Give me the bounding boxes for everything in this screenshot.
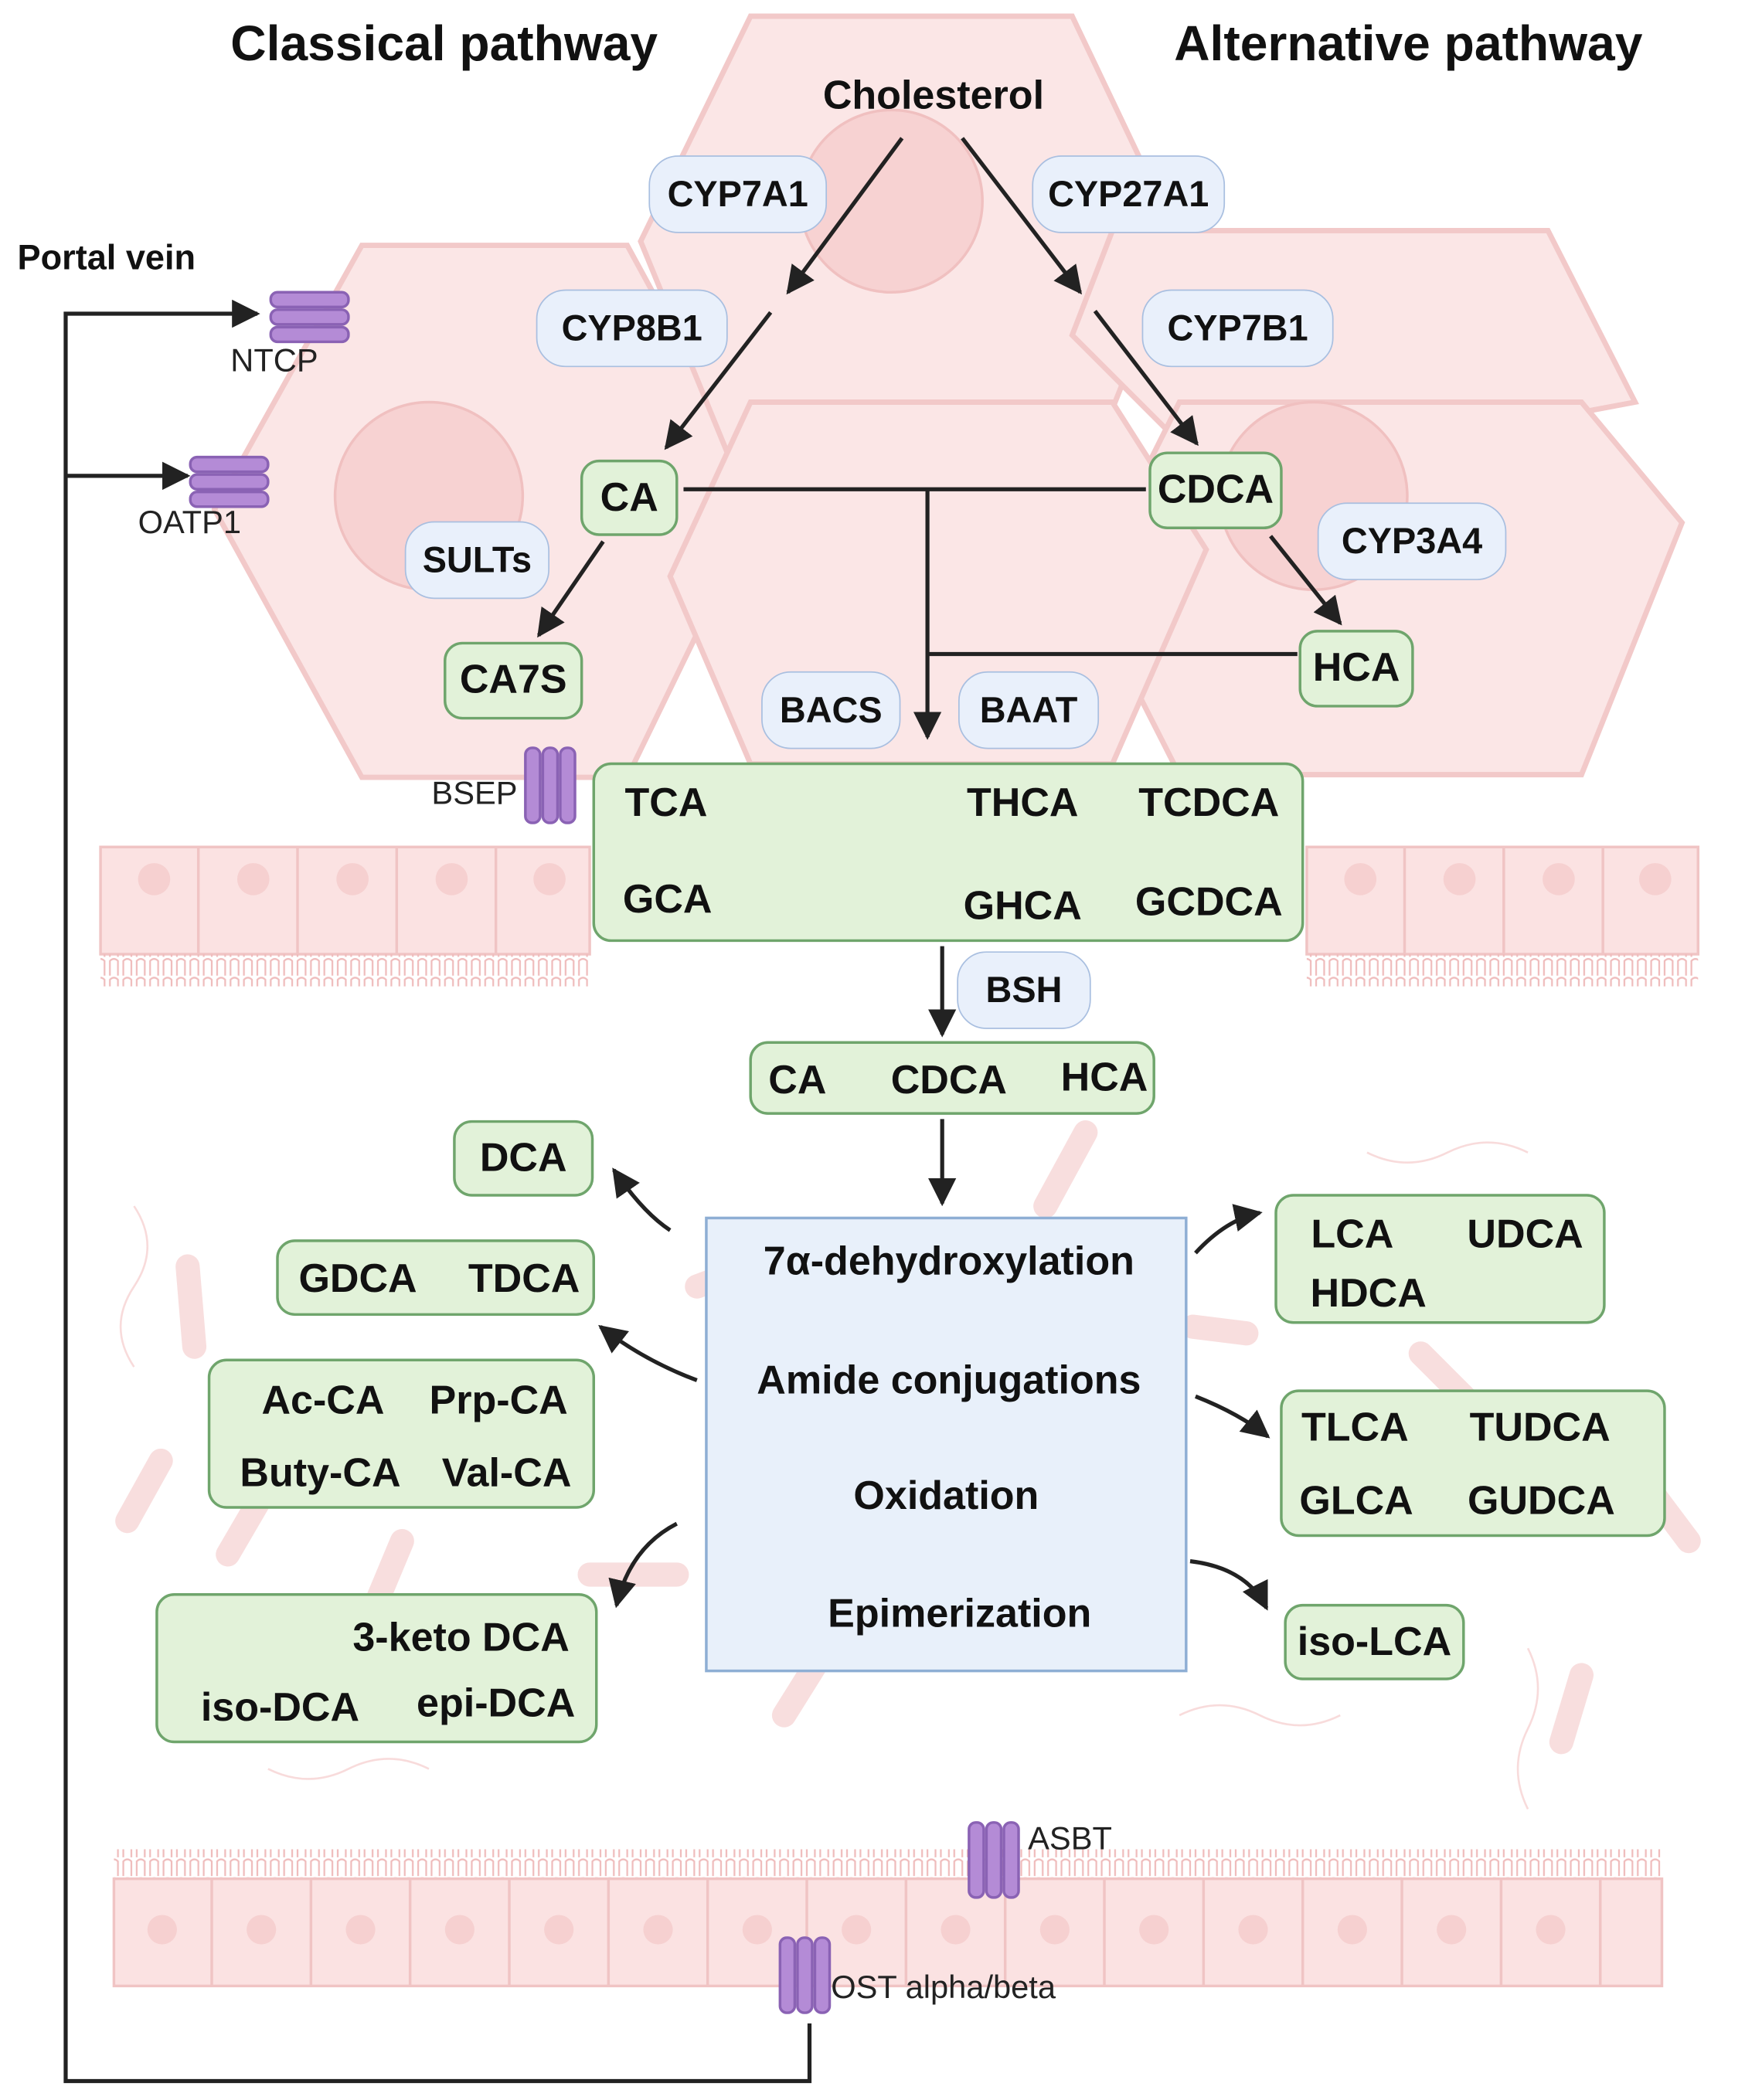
product-item: epi-DCA [417,1681,576,1726]
enzyme-cyp8b1: CYP8B1 [536,289,728,368]
product-item: iso-LCA [1297,1619,1452,1664]
dca-box: DCA [453,1120,594,1197]
acyl-conjugates-box: Ac-CA Prp-CA Buty-CA Val-CA [207,1358,596,1509]
ost-label: OST alpha/beta [831,1969,1056,2007]
product-item: GDCA [298,1256,417,1301]
deconjugated-item: HCA [1060,1055,1148,1100]
product-item: TUDCA [1469,1405,1611,1450]
ca-label: CA [600,474,658,520]
hca-box: HCA [1298,630,1414,708]
product-item: HDCA [1310,1271,1427,1317]
transporter-proteins [189,291,1020,2014]
deconjugated-item: CA [768,1058,827,1103]
conjugated-item: GHCA [963,884,1082,929]
conjugated-item: GCDCA [1134,880,1283,925]
enzyme-baat: BAAT [958,671,1100,749]
portal-vein-label: Portal vein [17,236,196,277]
product-item: GLCA [1299,1479,1413,1524]
intestinal-epithelium [112,1849,1664,1988]
conjugated-item: THCA [966,781,1079,826]
product-item: Ac-CA [261,1378,385,1423]
conjugated-item: TCA [624,781,708,826]
gdca-tdca-box: GDCA TDCA [276,1239,596,1317]
keto-iso-epi-dca-box: 3-keto DCA iso-DCA epi-DCA [155,1593,598,1744]
process-amide-conjugation: Amide conjugations [757,1358,1141,1403]
lca-udca-hdca-box: LCA UDCA HDCA [1274,1194,1606,1324]
classical-pathway-title: Classical pathway [230,15,658,71]
hca-label: HCA [1312,645,1400,691]
ca-box: CA [580,459,679,536]
process-oxidation: Oxidation [853,1473,1039,1518]
cholesterol-label: Cholesterol [822,73,1045,118]
conjugated-bile-acids-box: TCA THCA TCDCA GCA GHCA GCDCA [592,762,1304,943]
conjugated-item: TCDCA [1138,781,1280,826]
enzyme-cyp7b1: CYP7B1 [1141,289,1334,368]
product-item: LCA [1311,1212,1394,1257]
bile-duct-epithelium [99,845,1700,987]
pathway-arrows [63,137,1342,2084]
product-item: Prp-CA [429,1378,568,1423]
ca7s-label: CA7S [459,658,567,702]
cdca-box: CDCA [1148,451,1283,530]
enzyme-cyp3a4: CYP3A4 [1317,502,1507,580]
conjugated-item: GCA [622,877,713,923]
bsep-channel-icon [524,746,577,824]
product-item: iso-DCA [200,1685,360,1730]
ntcp-channel-icon [269,291,350,344]
microbial-processes-box: 7α-dehydroxylation Amide conjugations Ox… [705,1216,1188,1673]
product-item: DCA [479,1135,567,1181]
bsep-label: BSEP [431,776,518,812]
enzyme-bacs: BACS [761,671,901,749]
ca7s-box: CA7S [444,641,583,720]
enzyme-cyp7a1: CYP7A1 [648,155,828,233]
oatp1-channel-icon [189,455,270,508]
ntcp-label: NTCP [230,342,318,379]
ost-channel-icon [778,1936,832,2014]
product-item: TLCA [1301,1405,1409,1450]
process-dehydroxylation: 7α-dehydroxylation [763,1239,1134,1284]
product-item: Buty-CA [240,1451,401,1496]
tlca-tudca-glca-gudca-box: TLCA TUDCA GLCA GUDCA [1280,1389,1666,1538]
cdca-label: CDCA [1157,467,1274,512]
product-item: UDCA [1467,1212,1583,1257]
deconjugated-bile-acids-box: CA CDCA HCA [749,1041,1155,1115]
product-item: TDCA [468,1256,580,1301]
product-item: GUDCA [1468,1479,1615,1524]
enzyme-bsh: BSH [957,951,1091,1029]
product-item: Val-CA [441,1451,572,1496]
process-epimerization: Epimerization [828,1592,1092,1636]
oatp1-label: OATP1 [138,505,242,542]
iso-lca-box: iso-LCA [1284,1603,1465,1680]
asbt-label: ASBT [1028,1820,1112,1857]
enzyme-sults: SULTs [404,521,550,600]
deconjugated-item: CDCA [890,1058,1008,1103]
asbt-channel-icon [968,1821,1020,1899]
enzyme-cyp27a1: CYP27A1 [1032,155,1226,233]
product-item: 3-keto DCA [352,1616,570,1660]
alternative-pathway-title: Alternative pathway [1174,15,1643,71]
